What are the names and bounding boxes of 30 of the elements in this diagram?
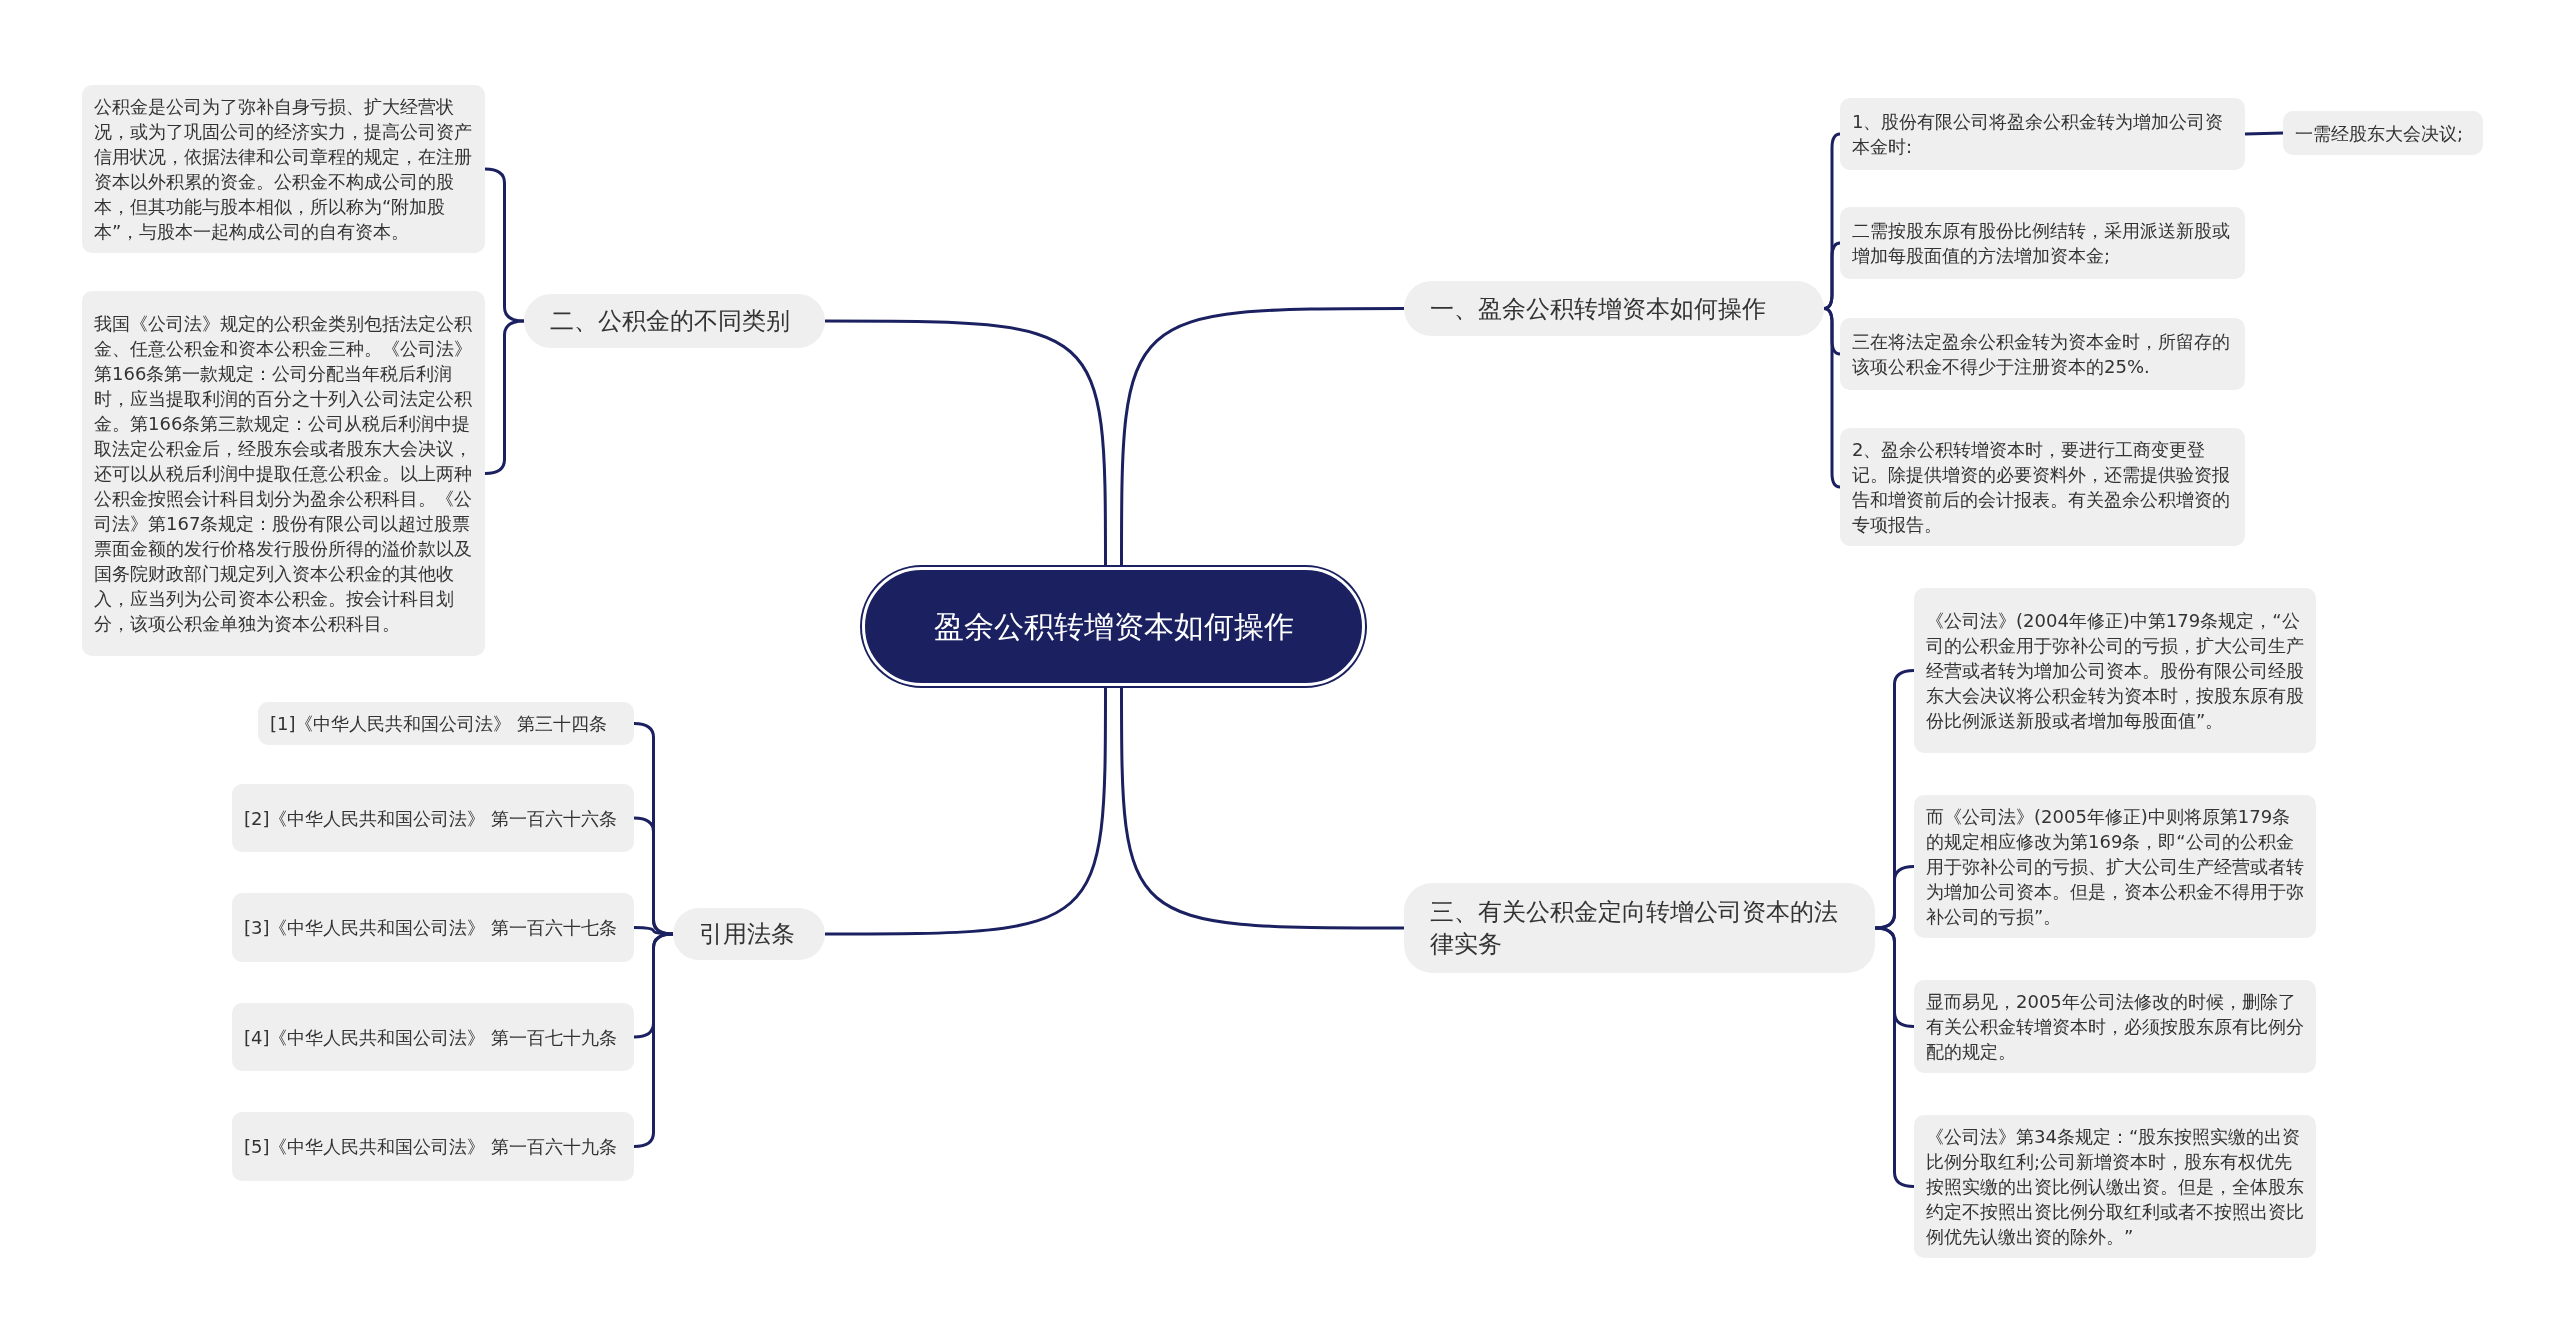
note-card: 《公司法》第34条规定：“股东按照实缴的出资比例分取红利;公司新增资本时，股东有权优先按照实缴的出资比例认缴出资。但是，全体股东约定不按照出资比例分取红利或者不按照出资比例优先认缴出资的除外。” — [1914, 1115, 2316, 1258]
branch-topic: 二、公积金的不同类别 — [524, 294, 825, 348]
connector-line — [1120, 686, 1404, 930]
branch-topic: 一、盈余公积转增资本如何操作 — [1404, 281, 1824, 336]
connector-line — [1874, 865, 1915, 930]
branch-topic: 引用法条 — [673, 908, 825, 960]
note-card: [4]《中华人民共和国公司法》 第一百七十九条 — [232, 1003, 634, 1071]
note-card: 1、股份有限公司将盈余公积金转为增加公司资本金时: — [1840, 98, 2245, 170]
note-card: [5]《中华人民共和国公司法》 第一百六十九条 — [232, 1112, 634, 1181]
note-card: 一需经股东大会决议; — [2283, 111, 2483, 155]
note-card: 2、盈余公积转增资本时，要进行工商变更登记。除提供增资的必要资料外，还需提供验资报告和增资前后的会计报表。有关盈余公积增资的专项报告。 — [1840, 428, 2245, 546]
note-card: 而《公司法》(2005年修正)中则将原第179条的规定相应修改为第169条，即“公司的公积金用于弥补公司的亏损、扩大公司生产经营或者转为增加公司资本。但是，资本公积金不得用于弥补公司的亏损”。 — [1914, 795, 2316, 938]
connector-line — [825, 686, 1107, 936]
connector-line — [634, 926, 673, 936]
note-card: [3]《中华人民共和国公司法》 第一百六十七条 — [232, 893, 634, 962]
branch-topic: 三、有关公积金定向转增公司资本的法律实务 — [1404, 883, 1875, 973]
note-card: [2]《中华人民共和国公司法》 第一百六十六条 — [232, 784, 634, 852]
central-topic: 盈余公积转增资本如何操作 — [862, 567, 1365, 686]
note-card: [1]《中华人民共和国公司法》 第三十四条 — [258, 702, 634, 745]
connector-line — [2244, 131, 2284, 136]
note-card: 二需按股东原有股份比例结转，采用派送新股或增加每股面值的方法增加资本金; — [1840, 207, 2245, 279]
note-card: 显而易见，2005年公司法修改的时候，删除了有关公积金转增资本时，必须按股东原有比例分配的规定。 — [1914, 980, 2316, 1073]
connector-line — [1823, 241, 1841, 310]
note-card: 公积金是公司为了弥补自身亏损、扩大经营状况，或为了巩固公司的经济实力，提高公司资产信用状况，依据法律和公司章程的规定，在注册资本以外积累的资金。公积金不构成公司的股本，但其功能与股本相似，所以称为“附加股本”，与股本一起构成公司的自有资本。 — [82, 85, 485, 253]
connector-line — [1120, 307, 1404, 567]
note-card: 《公司法》(2004年修正)中第179条规定，“公司的公积金用于弥补公司的亏损，扩大公司生产经营或者转为增加公司资本。股份有限公司经股东大会决议将公积金转为资本时，按股东原有股份比例派送新股或者增加每股面值”。 — [1914, 588, 2316, 753]
note-card: 我国《公司法》规定的公积金类别包括法定公积金、任意公积金和资本公积金三种。《公司法》第166条第一款规定：公司分配当年税后利润时，应当提取利润的百分之十列入公司法定公积金。第166条第三款规定：公司从税后利润中提取法定公积金后，经股东会或者股东大会决议，还可以从税后利润中提取任意公积金。以上两种公积金按照会计科目划分为盈余公积科目。《公司法》第167条规定：股份有限公司以超过股票票面金额的发行价格发行股份所得的溢价款以及国务院财政部门规定列入资本公积金的其他收入，应当列为公司资本公积金。按会计科目划分，该项公积金单独为资本公积科目。 — [82, 291, 485, 656]
note-card: 三在将法定盈余公积金转为资本金时，所留存的该项公积金不得少于注册资本的25%. — [1840, 318, 2245, 390]
connector-line — [1823, 307, 1841, 489]
connector-line — [825, 319, 1107, 567]
